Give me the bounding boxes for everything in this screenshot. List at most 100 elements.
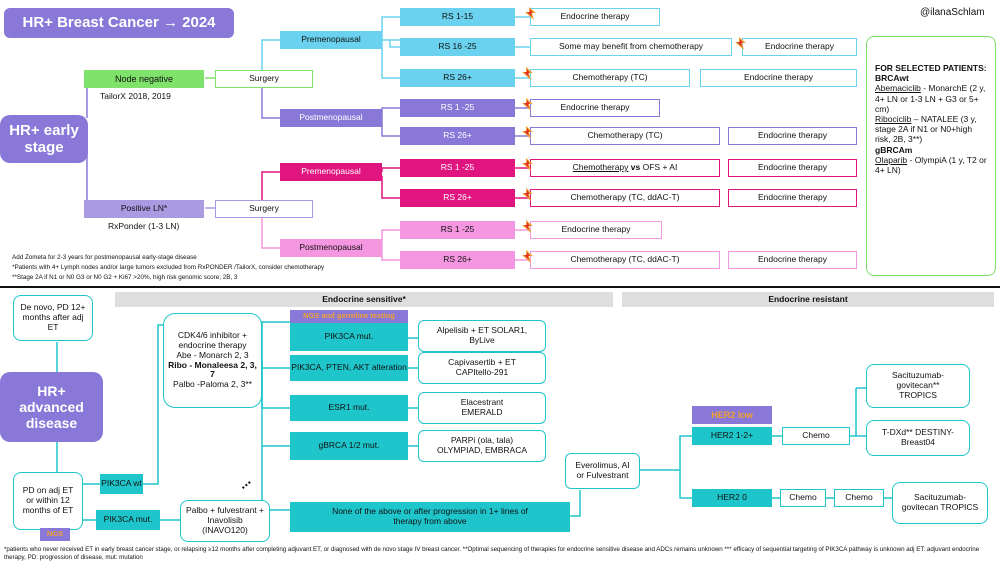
chemo-box: Chemo [782, 427, 850, 445]
therapy-box: Some may benefit from chemotherapy [530, 38, 732, 56]
therapy-box: Endocrine therapy [728, 127, 857, 145]
cdk46-line1: CDK4/6 inhibitor + endocrine therapy [177, 330, 248, 350]
lightning-icon [522, 98, 533, 111]
de-novo-box: De novo, PD 12+ months after adj ET [13, 295, 93, 341]
therapy-box: Chemotherapy vs OFS + AI [530, 159, 720, 177]
abemaciclib-entry: Abemaciclib - MonarchE (2 y, 4+ LN or 1-… [875, 83, 990, 114]
therapy-box: Endocrine therapy [728, 189, 857, 207]
footnote: *Patients with 4+ Lymph nodes and/or lar… [12, 264, 325, 271]
header-title: HR+ Breast Cancer → 2024 [4, 8, 234, 38]
rs-box: RS 16 -25 [400, 38, 515, 56]
tdxd-box: T-DXd** DESTINY-Breast04 [866, 420, 970, 456]
therapy-box: Endocrine therapy [530, 8, 660, 26]
therapy-box: Endocrine therapy [700, 69, 857, 87]
target-gbrca-box: gBRCA 1/2 mut. [290, 432, 408, 460]
target-esr1-box: ESR1 mut. [290, 395, 408, 421]
brcawt-label: BRCAwt [875, 73, 909, 84]
node-negative-box: Node negative [84, 70, 204, 88]
ribociclib-name: Ribociclib [875, 113, 912, 124]
her2-12-box: HER2 1-2+ [692, 427, 772, 445]
cdk46-line4: Palbo -Paloma 2, 3** [173, 379, 252, 390]
abemaciclib-name: Abemaciclib [875, 83, 921, 94]
therapy-box: Chemotherapy (TC) [530, 69, 690, 87]
footnote: Add Zometa for 2-3 years for postmenopau… [12, 254, 197, 261]
rs-box: RS 26+ [400, 251, 515, 269]
pik3ca-mut-box: PIK3CA mut. [96, 510, 160, 530]
abemaciclib-text: - MonarchE (2 y, 4+ LN or 1-3 LN + G3 or… [875, 83, 986, 114]
rs-box: RS 1-15 [400, 8, 515, 26]
tailorx-ref: TailorX 2018, 2019 [100, 91, 171, 101]
rs-box: RS 26+ [400, 189, 515, 207]
therapy-box: Endocrine therapy [530, 221, 662, 239]
sacituzumab-bottom-box: Sacituzumab-govitecan TROPICS [892, 482, 988, 524]
her2-0-box: HER2 0 [692, 489, 772, 507]
chemo-box: Chemo [834, 489, 884, 507]
everolimus-box: Everolimus, AI or Fulvestrant [565, 453, 640, 489]
ribociclib-entry: Ribociclib – NATALEE (3 y, stage 2A if N… [875, 114, 990, 145]
selected-heading: FOR SELECTED PATIENTS: [875, 63, 987, 73]
pd-adj-et-box: PD on adj ET or within 12 months of ET [13, 472, 83, 530]
target-pten-akt-box: PIK3CA, PTEN, AKT alteration [290, 355, 408, 381]
therapy-alpelisib-box: Alpelisib + ET SOLAR1, ByLive [418, 320, 546, 352]
therapy-parpi-box: PARPi (ola, tala) OLYMPIAD, EMBRACA [418, 430, 546, 462]
surgery-positive-ln: Surgery [215, 200, 313, 218]
cdk46-box: CDK4/6 inhibitor + endocrine therapy Abe… [163, 313, 262, 408]
advanced-disease-box: HR+ advanced disease [0, 372, 103, 442]
therapy-chemo: Chemotherapy [572, 162, 629, 173]
olaparib-text: - OlympiA (1 y, T2 or 4+ LN) [875, 154, 987, 175]
lightning-icon [522, 188, 533, 201]
olaparib-name: Olaparib [875, 154, 908, 165]
footnote: **Stage 2A if N1 or N0 G3 or N0 G2 + Ki6… [12, 274, 238, 281]
rs-box: RS 26+ [400, 69, 515, 87]
rxponder-ref: RxPonder (1-3 LN) [108, 221, 180, 231]
ngs-germline-tag: NGS and germline testing [290, 310, 408, 323]
therapy-box: Endocrine therapy [530, 99, 660, 117]
lightning-icon [522, 220, 533, 233]
lightning-icon [522, 67, 533, 80]
lightning-icon [522, 158, 533, 171]
therapy-box: Chemotherapy (TC, ddAC-T) [530, 251, 720, 269]
ngs-tag: NGS [40, 528, 70, 541]
postmenopausal-nn: Postmenopausal [280, 109, 382, 127]
therapy-elacestrant-box: Elacestrant EMERALD [418, 392, 546, 424]
none-above-box: None of the above or after progression i… [290, 502, 570, 532]
therapy-ofs: OFS + AI [642, 162, 678, 173]
lightning-icon [525, 7, 536, 20]
rs-box: RS 1 -25 [400, 221, 515, 239]
therapy-box: Endocrine therapy [728, 159, 857, 177]
premenopausal-ln: Premenopausal [280, 163, 382, 181]
endocrine-sensitive-band: Endocrine sensitive* [115, 292, 613, 307]
positive-ln-box: Positive LN* [84, 200, 204, 218]
gbrcam-label: gBRCAm [875, 144, 913, 155]
sacituzumab-top-box: Sacituzumab-govitecan** TROPICS [866, 364, 970, 408]
rs-box: RS 26+ [400, 127, 515, 145]
ribociclib-text: – NATALEE (3 y, stage 2A if N1 or N0+hig… [875, 113, 977, 145]
rs-box: RS 1 -25 [400, 159, 515, 177]
target-pik3ca-box: PIK3CA mut. [290, 323, 408, 351]
postmenopausal-ln: Postmenopausal [280, 239, 382, 257]
therapy-vs: vs [628, 162, 643, 173]
therapy-box: Chemotherapy (TC, ddAC-T) [530, 189, 720, 207]
therapy-box: Chemotherapy (TC) [530, 127, 720, 145]
bottom-footnote: *patients who never received ET in early… [4, 546, 980, 561]
rs-box: RS 1 -25 [400, 99, 515, 117]
cdk46-line3: Ribo - Monaleesa 2, 3, 7 [168, 359, 257, 380]
chemo-box: Chemo [780, 489, 826, 507]
selected-patients-panel: FOR SELECTED PATIENTS: BRCAwt Abemacicli… [866, 36, 996, 276]
therapy-box: Endocrine therapy [742, 38, 857, 56]
surgery-node-negative: Surgery [215, 70, 313, 88]
pik3ca-wt-box: PIK3CA wt [100, 474, 143, 494]
therapy-capivasertib-box: Capivasertib + ET CAPItello-291 [418, 352, 546, 384]
therapy-box: Endocrine therapy [728, 251, 857, 269]
lightning-icon [735, 37, 746, 50]
lightning-icon [522, 126, 533, 139]
premenopausal-nn: Premenopausal [280, 31, 382, 49]
endocrine-resistant-band: Endocrine resistant [622, 292, 994, 307]
palbo-fulvestrant-box: Palbo + fulvestrant + Inavolisib (INAVO1… [180, 500, 270, 542]
olaparib-entry: Olaparib - OlympiA (1 y, T2 or 4+ LN) [875, 155, 990, 175]
her2-low-tag: HER2 low [692, 406, 772, 424]
author-handle: @ilanaSchlam [920, 7, 985, 18]
cdk46-line2: Abe - Monarch 2, 3 [176, 349, 249, 360]
early-stage-box: HR+ early stage [0, 115, 88, 163]
